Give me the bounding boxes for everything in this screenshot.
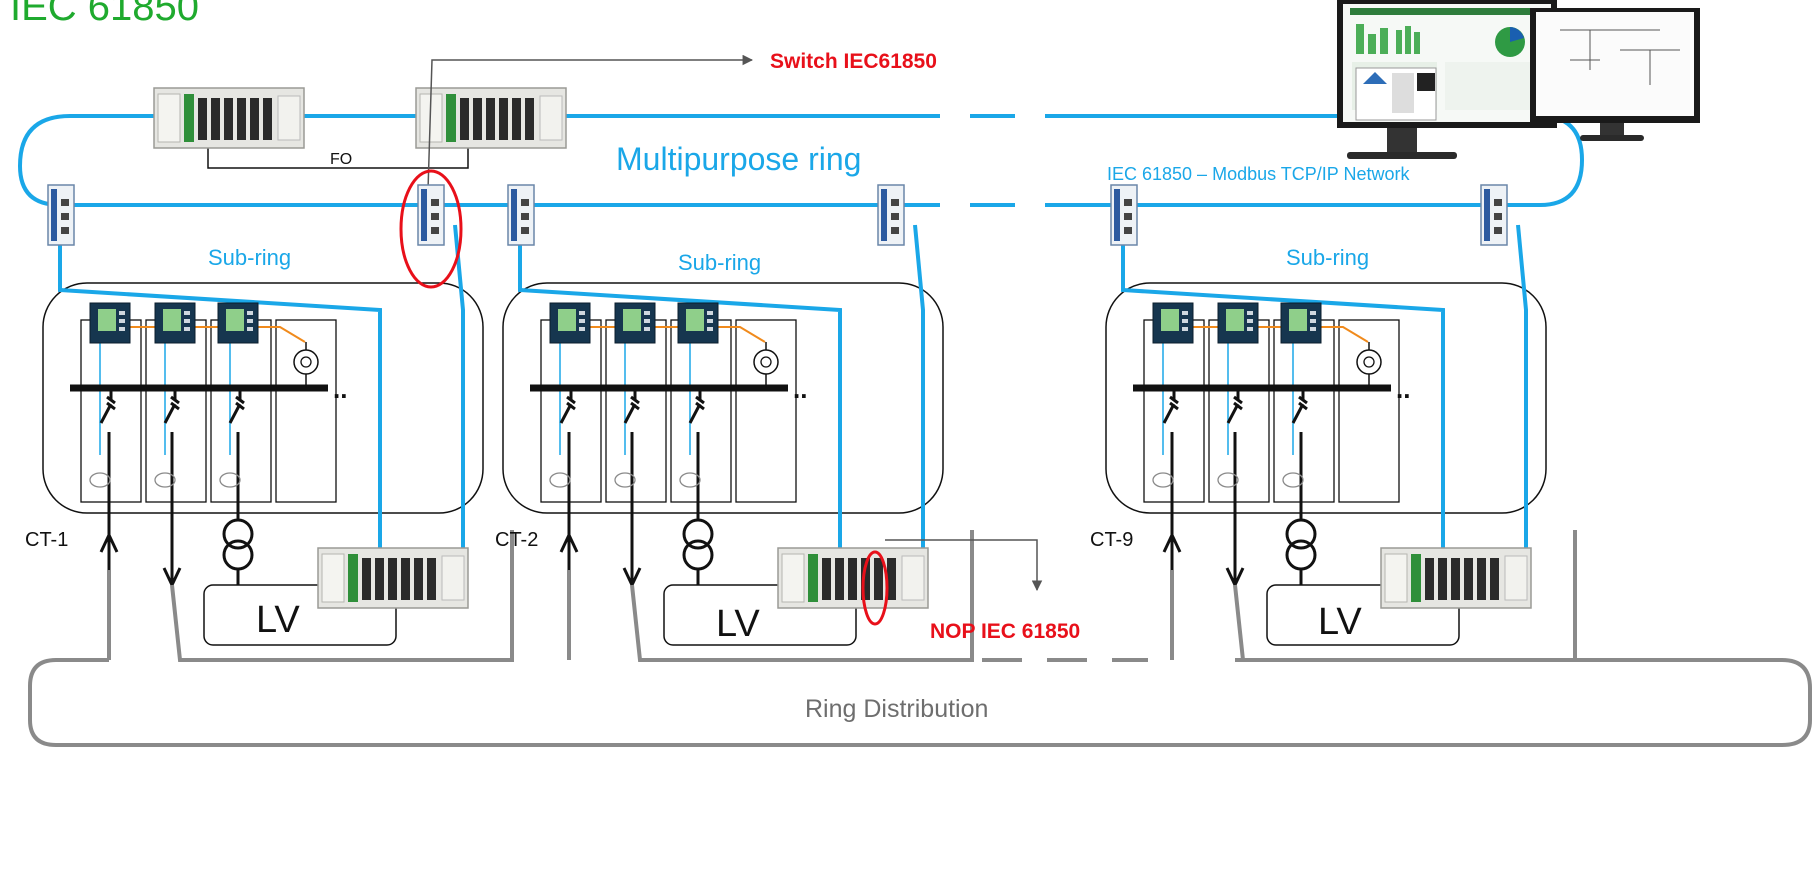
fo-label: FO — [330, 151, 352, 168]
lv-label: LV — [716, 603, 760, 645]
plc-rack-icon — [415, 87, 567, 149]
ring-distribution-box — [28, 658, 1812, 747]
switch-highlight — [399, 169, 463, 289]
network-label: IEC 61850 – Modbus TCP/IP Network — [1107, 164, 1410, 184]
multipurpose-ring-label: Multipurpose ring — [616, 141, 861, 177]
fo-link — [207, 140, 469, 169]
sub-ring-label: Sub-ring — [1286, 245, 1369, 270]
cell-label-ct1: CT-1 — [25, 529, 68, 551]
feeder-dots: .. — [333, 374, 347, 404]
cell-label-ct2: CT-2 — [495, 529, 538, 551]
nop-highlight — [861, 550, 889, 626]
ring-distribution-label: Ring Distribution — [805, 695, 988, 723]
sub-ring-label: Sub-ring — [678, 250, 761, 275]
plc-rack-icon — [153, 87, 305, 149]
nop-callout-arrow — [885, 539, 1043, 592]
switch-callout-label: Switch IEC61850 — [770, 50, 937, 73]
lv-label: LV — [256, 599, 300, 641]
scada-monitors-icon — [1337, 0, 1700, 159]
feeder-dots: .. — [793, 374, 807, 404]
nop-callout-label: NOP IEC 61850 — [930, 620, 1080, 643]
switch-callout-arrow — [427, 54, 754, 191]
feeder-dots: .. — [1396, 374, 1410, 404]
diagram-title: IEC 61850 — [10, 0, 199, 29]
sub-ring-label: Sub-ring — [208, 245, 291, 270]
lv-label: LV — [1318, 601, 1362, 643]
cell-label-ct9: CT-9 — [1090, 529, 1133, 551]
